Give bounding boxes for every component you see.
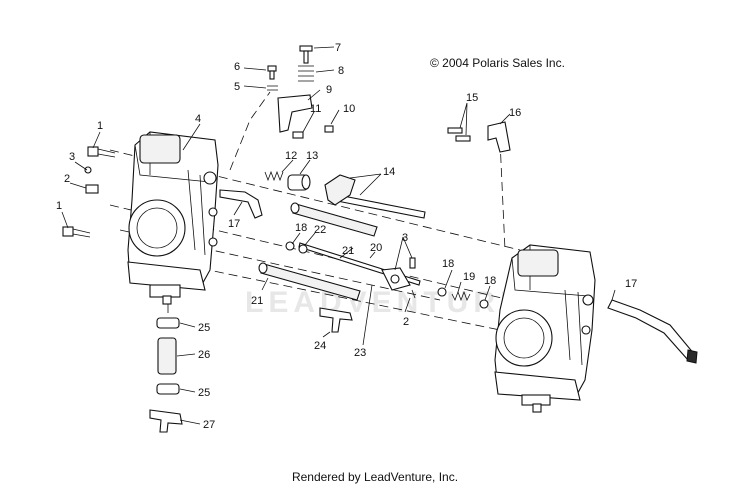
callout-16: 16 [509,107,521,119]
spring-and-sleeve [264,170,311,191]
footer-credit: Rendered by LeadVenture, Inc. [291,470,459,484]
throttle-cam [324,174,356,206]
callout-8: 8 [338,65,344,77]
callout-10: 10 [343,103,355,115]
callout-21: 21 [342,245,354,257]
springs-and-clips [285,241,489,309]
leader-lines [61,46,616,425]
callout-21: 21 [251,295,263,307]
callout-2: 2 [403,316,409,328]
callout-27: 27 [203,419,215,431]
callout-22: 22 [314,224,326,236]
callout-numbers: 1 1 2 2 3 3 4 5 6 7 8 9 10 11 12 13 14 1… [56,42,637,431]
callout-17: 17 [228,218,240,230]
fuel-hose-left [219,189,263,219]
callout-20: 20 [370,242,382,254]
callout-3: 3 [402,232,408,244]
t-fitting [319,307,353,333]
left-carburetor [127,131,219,305]
cable-bracket-assembly [447,121,511,153]
callout-26: 26 [198,349,210,361]
throttle-bracket-assembly [267,45,334,139]
callout-17: 17 [625,278,637,290]
callout-25: 25 [198,322,210,334]
callout-23: 23 [354,347,366,359]
callout-19: 19 [463,271,475,283]
callout-3: 3 [69,151,75,163]
callout-4: 4 [195,113,201,125]
screws-left [62,146,116,238]
callout-18: 18 [442,258,454,270]
callout-13: 13 [306,150,318,162]
right-carburetor [494,244,596,413]
callout-1: 1 [97,120,103,132]
copyright-notice: © 2004 Polaris Sales Inc. [430,56,565,70]
callout-1: 1 [56,200,62,212]
vent-hose-assembly [149,317,183,433]
callout-6: 6 [234,61,240,73]
watermark-text: LEADVENTURE [245,286,525,319]
callout-15: 15 [466,92,478,104]
callout-7: 7 [335,42,341,54]
callout-5: 5 [234,81,240,93]
fuel-hose-right [607,299,698,364]
callout-18: 18 [295,222,307,234]
callout-14: 14 [383,166,395,178]
callout-25: 25 [198,387,210,399]
callout-11: 11 [310,103,321,115]
throttle-linkage [381,257,416,299]
callout-18: 18 [484,275,496,287]
callout-2: 2 [64,173,70,185]
callout-24: 24 [314,340,326,352]
callout-9: 9 [326,84,332,96]
callout-12: 12 [285,150,297,162]
